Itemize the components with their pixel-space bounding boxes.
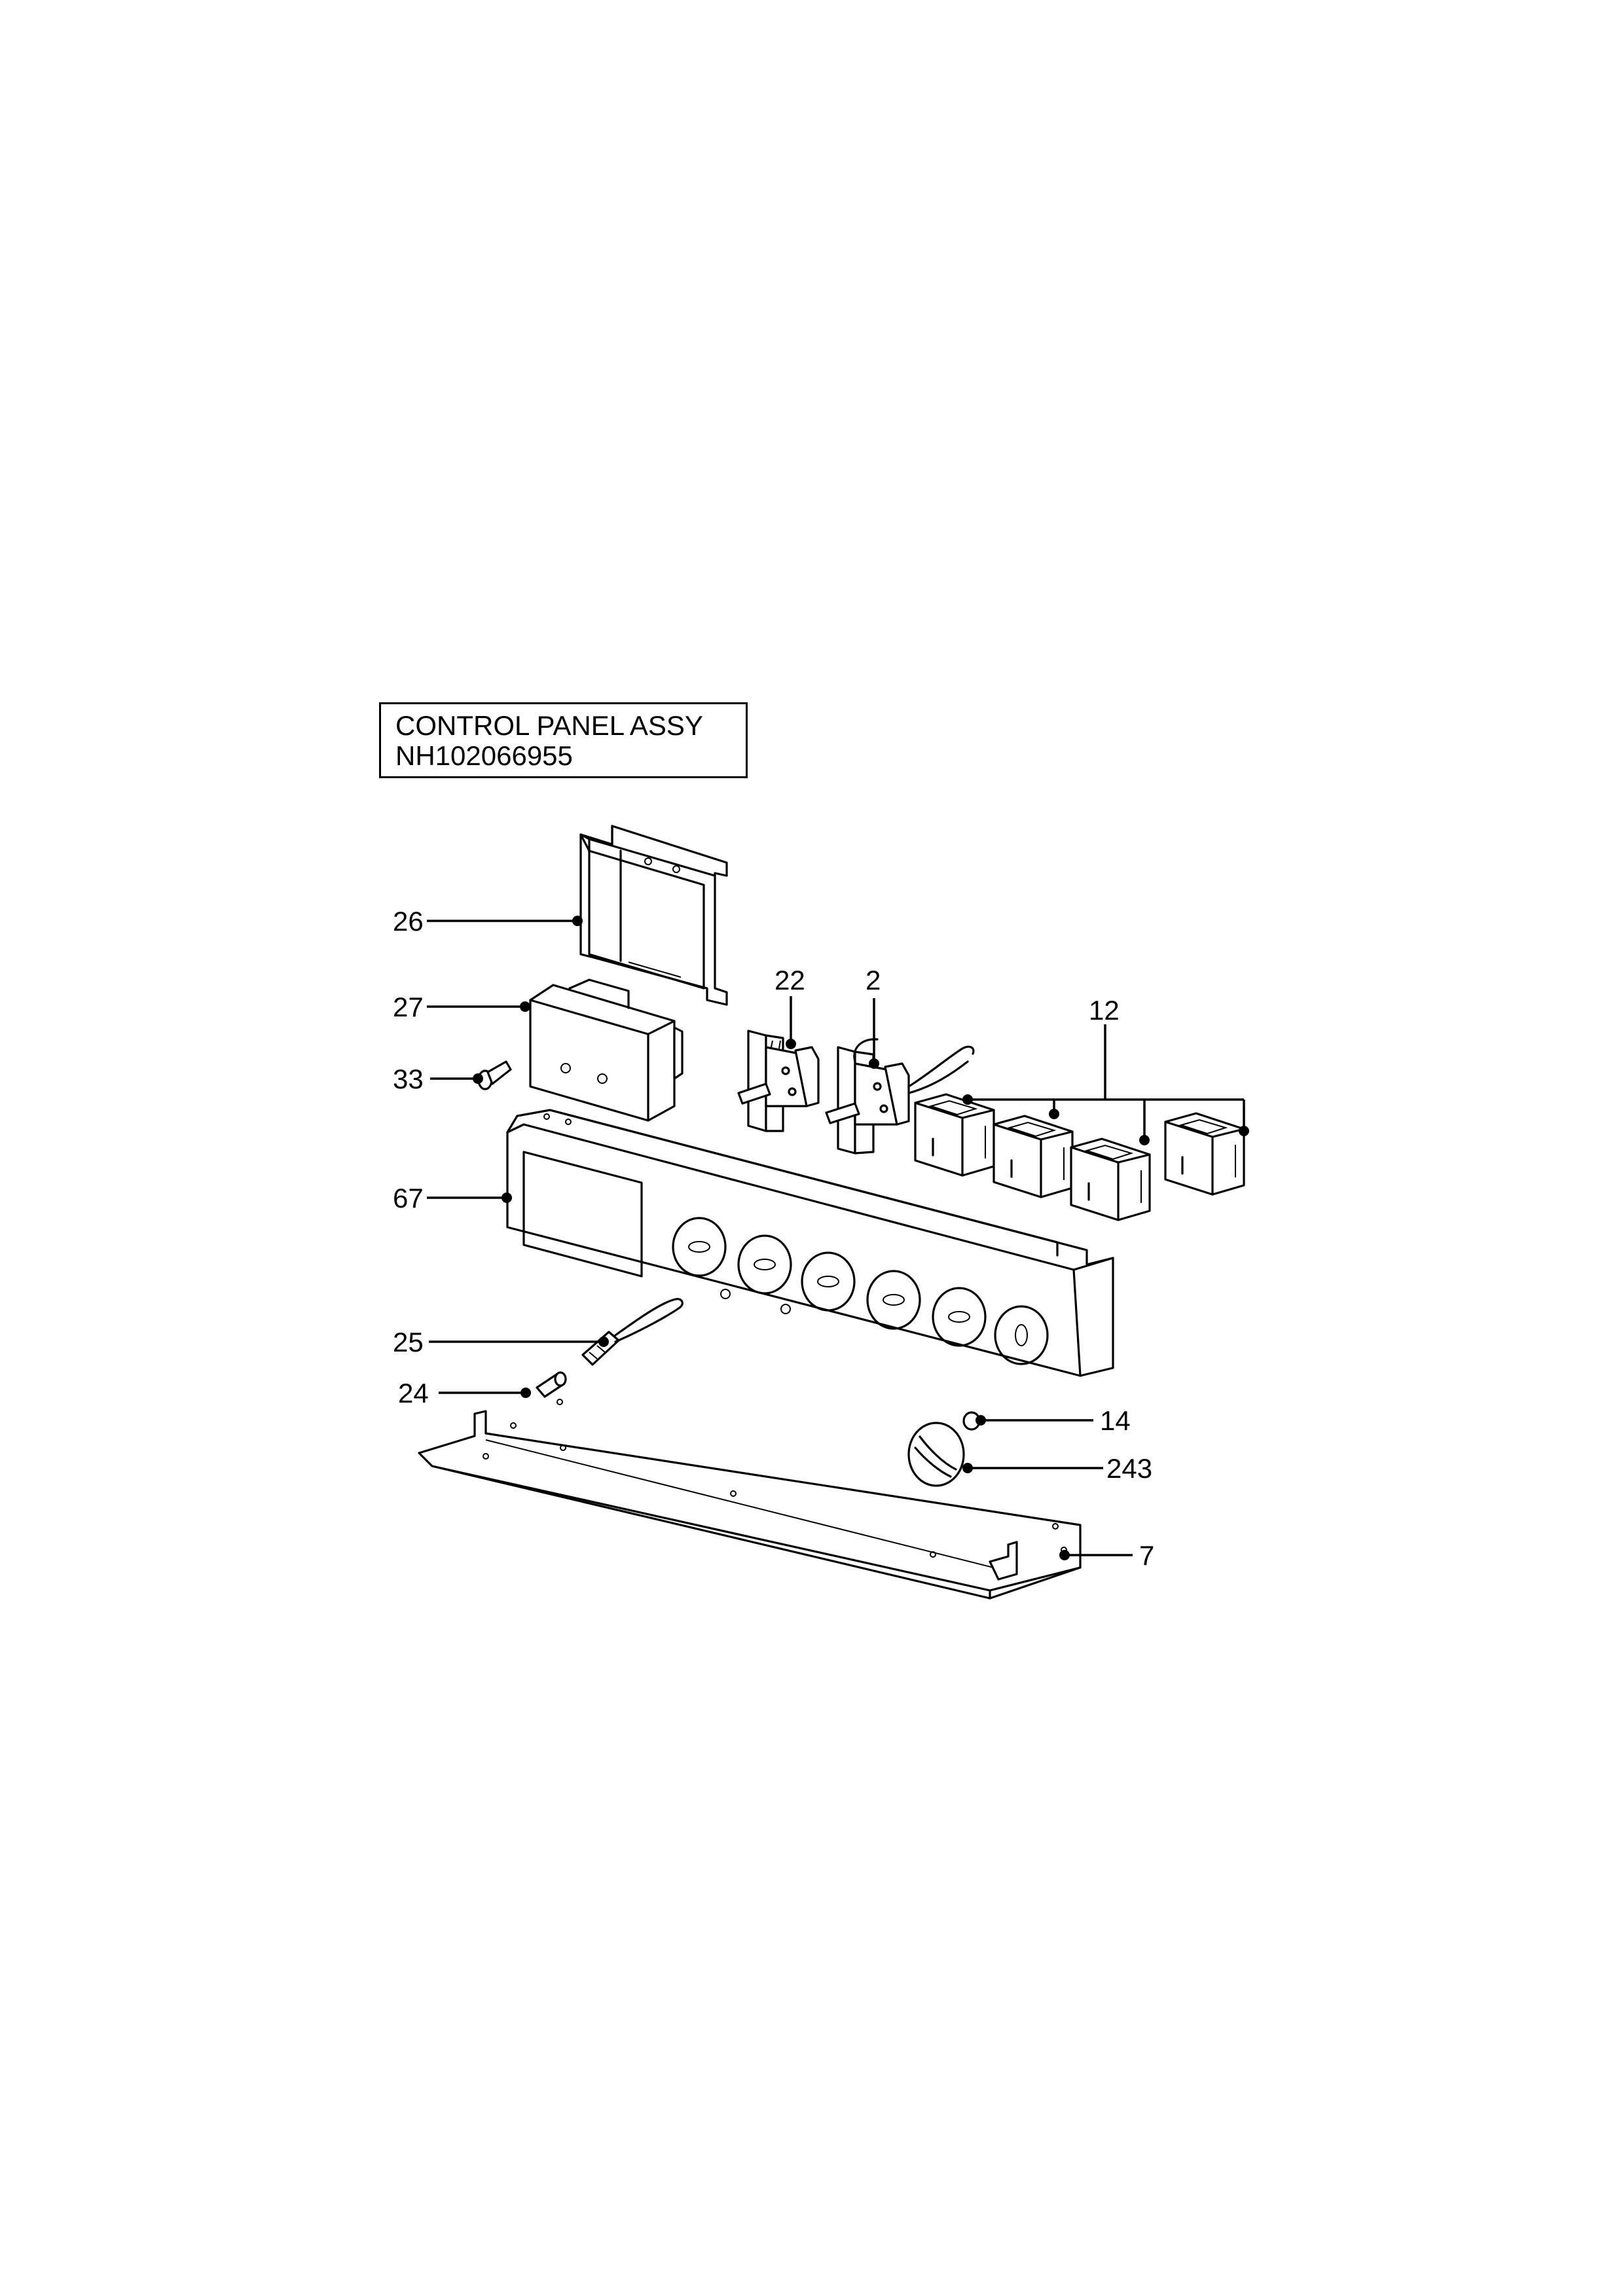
panel-knob-hole-3 (801, 1251, 856, 1312)
part-12-regulator-4 (1164, 1112, 1245, 1196)
callout-2: 2 (866, 965, 881, 996)
callout-67: 67 (393, 1183, 424, 1213)
leader-lines (427, 916, 1249, 1560)
panel-knob-hole-6 (994, 1305, 1049, 1365)
part-24-lamp-holder (536, 1371, 567, 1398)
callout-24: 24 (398, 1378, 429, 1408)
callout-12: 12 (1089, 995, 1120, 1026)
panel-knob-hole-5 (932, 1287, 987, 1347)
part-12-regulator-3 (1070, 1138, 1151, 1221)
title-line-1: CONTROL PANEL ASSY (395, 710, 703, 741)
callout-7: 7 (1139, 1540, 1154, 1571)
callout-26: 26 (393, 906, 424, 937)
part-67-control-panel (506, 1109, 1114, 1377)
part-25-lamp-wire (581, 1298, 684, 1366)
part-26-bracket (579, 825, 728, 1006)
panel-knob-hole-1 (672, 1217, 727, 1277)
part-243-knob (907, 1422, 965, 1487)
callout-25: 25 (393, 1327, 424, 1357)
title-box: CONTROL PANEL ASSY NH102066955 (379, 702, 748, 778)
part-12-regulator-2 (993, 1115, 1074, 1198)
callout-27: 27 (393, 992, 424, 1022)
callout-22: 22 (775, 965, 805, 996)
part-12-regulator-1 (914, 1093, 995, 1177)
panel-knob-hole-4 (866, 1270, 921, 1330)
part-22-switch (737, 1030, 820, 1132)
part-7-bottom-plate (418, 1399, 1082, 1600)
part-27-module-box (529, 978, 684, 1122)
callout-33: 33 (393, 1064, 424, 1094)
title-line-2: NH102066955 (395, 740, 573, 771)
part-33-screw (477, 1060, 512, 1090)
panel-knob-hole-2 (737, 1234, 792, 1295)
callout-243: 243 (1106, 1453, 1152, 1484)
callout-14: 14 (1100, 1405, 1131, 1436)
callout-labels: 26 27 33 22 2 12 67 25 24 14 243 7 (393, 906, 1154, 1571)
part-2-switch (825, 1038, 975, 1155)
